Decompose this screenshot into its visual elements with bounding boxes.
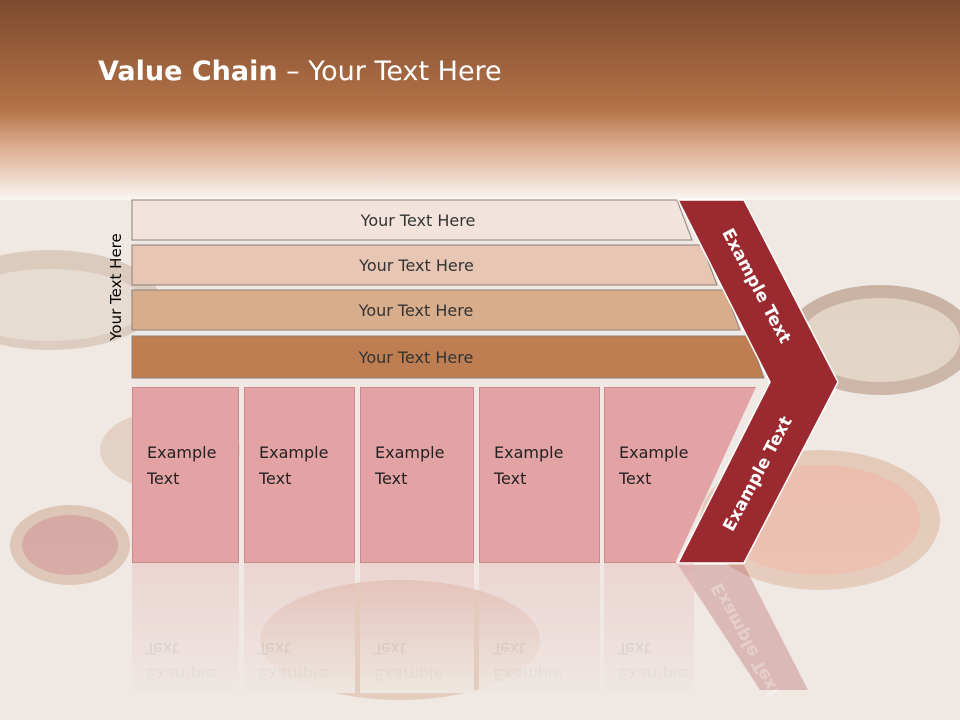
bar-3-label: Your Text Here (358, 300, 474, 320)
refl-1-line1: Example (146, 665, 216, 684)
value-cell-1: Example Text (132, 387, 239, 563)
cell-reflection-4: Example Text (479, 563, 600, 693)
title-bold: Value Chain (98, 56, 278, 87)
cell-4-line1: Example (494, 443, 564, 462)
cell-reflection-3: Example Text (360, 563, 474, 693)
bar-2: Your Text Here (131, 244, 718, 286)
cell-2-line1: Example (259, 443, 329, 462)
bar-2-label: Your Text Here (359, 255, 474, 275)
refl-5-line2: Text (618, 639, 651, 658)
cell-3-line1: Example (375, 443, 445, 462)
cell-3-line2: Text (375, 469, 408, 488)
refl-2-line1: Example (258, 665, 328, 684)
cell-5-line1: Example (619, 443, 689, 462)
refl-3-line2: Text (374, 639, 407, 658)
title-rest: – Your Text Here (277, 56, 502, 87)
cell-reflection-2: Example Text (244, 563, 355, 693)
refl-4-line2: Text (493, 639, 526, 658)
cell-4-line2: Text (494, 469, 527, 488)
slide-title: Value Chain – Your Text Here (98, 56, 502, 87)
bar-3: Your Text Here (131, 289, 741, 331)
bar-1-label: Your Text Here (360, 210, 476, 230)
value-cell-2: Example Text (244, 387, 355, 563)
bar-1: Your Text Here (131, 199, 693, 241)
cell-1-line1: Example (147, 443, 217, 462)
refl-4-line1: Example (493, 665, 563, 684)
refl-3-line1: Example (374, 665, 444, 684)
bar-4: Your Text Here (131, 335, 765, 379)
cell-reflection-1: Example Text (132, 563, 239, 693)
cell-1-line2: Text (147, 469, 180, 488)
bar-4-label: Your Text Here (358, 347, 474, 367)
refl-2-line2: Text (258, 639, 291, 658)
side-label-text: Your Text Here (107, 233, 125, 341)
cell-reflection-5: Example Text (604, 563, 694, 693)
cell-2-line2: Text (259, 469, 292, 488)
refl-5-line1: Example (618, 665, 688, 684)
refl-1-line2: Text (146, 639, 179, 658)
cell-5-line2: Text (619, 469, 652, 488)
value-cell-4: Example Text (479, 387, 600, 563)
value-cell-3: Example Text (360, 387, 474, 563)
